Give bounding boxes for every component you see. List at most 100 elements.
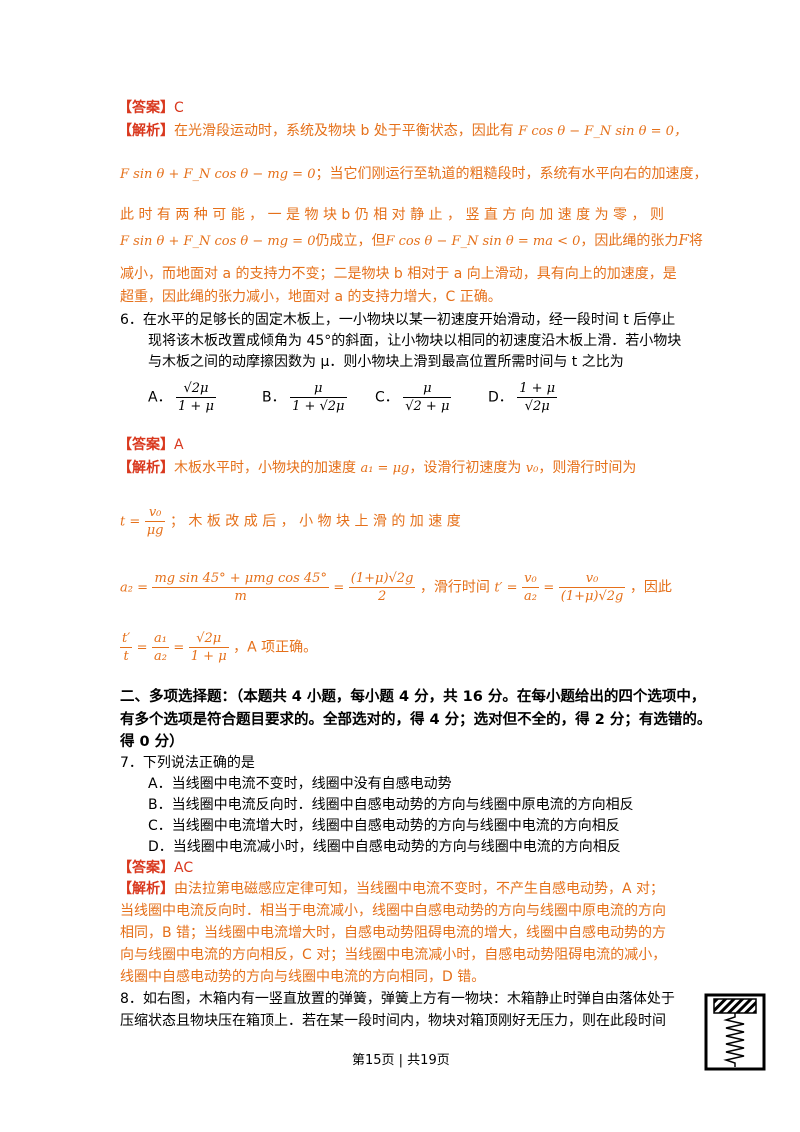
block [713, 998, 757, 1014]
analysis-text: ，则滑行时间为 [538, 460, 637, 476]
q6-stem-line3: 与木板之间的动摩擦因数为 μ．则小物块上滑到最高位置所需时间与 t 之比为 [148, 354, 624, 370]
equation: F cos θ − F_N sin θ = 0， [518, 124, 687, 139]
equation: = [333, 580, 345, 596]
q6-option-c: C． μ√2 + μ [375, 380, 452, 415]
fraction-numerator: μ [290, 380, 347, 398]
option-label: A． [148, 389, 172, 406]
fraction-numerator: v₀ [521, 570, 539, 588]
answer-value: A [174, 437, 184, 453]
fraction-numerator: mg sin 45° + μmg cos 45° [152, 571, 329, 588]
q5-analysis-line1: 【解析】在光滑段运动时，系统及物块 b 处于平衡状态，因此有 F cos θ −… [118, 120, 687, 143]
analysis-text: ，设滑行初速度为 [409, 460, 522, 476]
equation: t = [120, 514, 141, 530]
answer-tag: 【答案】 [118, 100, 174, 116]
analysis-text: 超重，因此绳的张力减小，地面对 a 的支持力增大，C 正确。 [120, 289, 502, 305]
analysis-text: 减小，而地面对 a 的支持力不变；二是物块 b 相对于 a 向上滑动，具有向上的… [120, 266, 677, 282]
fraction: t′t [120, 630, 133, 665]
equation: = [136, 640, 148, 656]
q7-option-b: B．当线圈中电流反向时．线圈中自感电动势的方向与线圈中原电流的方向相反 [148, 797, 634, 813]
fraction-denominator: (1+μ)√2g [560, 589, 624, 604]
fraction-numerator: √2μ [176, 380, 216, 398]
q6-analysis-line3: a₂ = mg sin 45° + μmg cos 45°m = (1+μ)√2… [120, 570, 672, 605]
equation: t′ = [494, 580, 518, 596]
fraction-denominator: m [234, 589, 247, 604]
q7-answer-line: 【答案】AC [118, 857, 193, 879]
analysis-text: 线圈中自感电动势的方向与线圈中电流的方向相同，D 错。 [120, 969, 486, 985]
section-heading-line2: 有多个选项是符合题目要求的。全部选对的，得 4 分；选对但不全的，得 2 分；有… [120, 712, 712, 728]
q6-answer-line: 【答案】A [118, 434, 184, 456]
analysis-text: 此 时 有 两 种 可 能 ， 一 是 物 块 b 仍 相 对 静 止 ， 竖 … [120, 207, 664, 223]
box-outline [704, 993, 766, 1071]
option-label: D． [488, 389, 513, 406]
fraction-numerator: (1+μ)√2g [348, 571, 416, 588]
analysis-tag: 【解析】 [118, 881, 174, 897]
equation: F sin θ + F_N cos θ − mg = 0 [120, 167, 316, 182]
q7-option-c: C．当线圈中电流增大时，线圈中自感电动势的方向与线圈中电流的方向相反 [148, 818, 620, 834]
analysis-text: 相同，B 错；当线圈中电流增大时，自感电动势阻碍电流的增大，线圈中自感电动势的方 [120, 925, 667, 941]
fraction-numerator: a₁ [152, 631, 169, 648]
fraction-denominator: t [123, 649, 129, 664]
equation: = [543, 580, 555, 596]
fraction-denominator: μg [146, 523, 164, 538]
q5-answer-line: 【答案】C [118, 97, 184, 119]
spring [723, 1013, 745, 1067]
equation: = [173, 640, 185, 656]
spring-box-figure [704, 993, 766, 1071]
section-heading-line3: 得 0 分） [120, 734, 184, 750]
fraction-denominator: 2 [377, 589, 387, 604]
q7-stem: 7．下列说法正确的是 [120, 755, 255, 771]
analysis-text: ，滑行时间 [419, 579, 490, 596]
equation: F [678, 231, 689, 249]
fraction-denominator: √2μ [524, 399, 550, 414]
fraction-denominator: 1 + μ [190, 649, 227, 664]
analysis-text: 木板水平时，小物块的加速度 [174, 460, 356, 476]
analysis-tag: 【解析】 [118, 460, 174, 476]
analysis-text: 在光滑段运动时，系统及物块 b 处于平衡状态，因此有 [174, 123, 514, 139]
q6-analysis-line1: 【解析】木板水平时，小物块的加速度 a₁ = μg，设滑行初速度为 v₀，则滑行… [118, 457, 636, 480]
q8-stem-line2: 压缩状态且物块压在箱顶上．若在某一段时间内，物块对箱顶刚好无压力，则在此段时间 [120, 1013, 666, 1029]
equation: a₂ = [120, 580, 148, 596]
analysis-text: 向与线圈中电流的方向相反，C 对；当线圈中电流减小时，自感电动势阻碍电流的减小， [120, 947, 667, 963]
analysis-text: ，A 项正确。 [233, 639, 318, 656]
analysis-tag: 【解析】 [118, 123, 174, 139]
analysis-text: 仍成立，但 [315, 233, 386, 249]
fraction-numerator: μ [403, 380, 452, 398]
equation: v₀ [525, 461, 539, 476]
q8-stem-line1: 8．如右图，木箱内有一竖直放置的弹簧，弹簧上方有一物块：木箱静止时弹自由落体处于 [120, 991, 675, 1007]
q6-option-d: D． 1 + μ√2μ [488, 380, 558, 415]
answer-value: C [174, 100, 184, 116]
equation: F cos θ − F_N sin θ = ma < 0 [385, 234, 581, 249]
fraction-numerator: 1 + μ [517, 381, 558, 398]
fraction-numerator: v₀ [144, 504, 166, 522]
fraction-numerator: t′ [120, 631, 133, 648]
analysis-text: ，因此绳的张力 [580, 233, 679, 249]
q7-option-a: A．当线圈中电流不变时，线圈中没有自感电动势 [148, 776, 452, 792]
q7-option-d: D．当线圈中电流减小时，线圈中自感电动势的方向与线圈中电流的方向相反 [148, 839, 621, 855]
option-label: C． [375, 389, 399, 406]
fraction-denominator: a₂ [523, 589, 537, 604]
answer-tag: 【答案】 [118, 860, 174, 876]
analysis-text: 将 [688, 233, 703, 249]
fraction-denominator: a₂ [154, 649, 167, 664]
q6-stem-line1: 6．在水平的足够长的固定木板上，一小物块以某一初速度开始滑动，经一段时间 t 后… [120, 312, 676, 328]
fraction-denominator: 1 + μ [178, 399, 214, 414]
q5-analysis-line2: F sin θ + F_N cos θ − mg = 0；当它们刚运行至轨道的粗… [120, 163, 707, 186]
equation: F sin θ + F_N cos θ − mg = 0 [120, 234, 316, 249]
analysis-text: 由法拉第电磁感应定律可知，当线圈中电流不变时，不产生自感电动势，A 对； [174, 881, 665, 897]
analysis-text: 当线圈中电流反向时．相当于电流减小，线圈中自感电动势的方向与线圈中原电流的方向 [120, 903, 666, 919]
analysis-text: ；当它们刚运行至轨道的粗糙段时，系统有水平向右的加速度， [315, 166, 708, 182]
option-fraction: μ√2 + μ [403, 380, 452, 415]
equation: a₁ = μg [360, 461, 410, 476]
fraction-numerator: √2μ [188, 630, 229, 648]
page-footer: 第15页 | 共19页 [352, 1053, 450, 1068]
option-label: B． [262, 389, 286, 406]
